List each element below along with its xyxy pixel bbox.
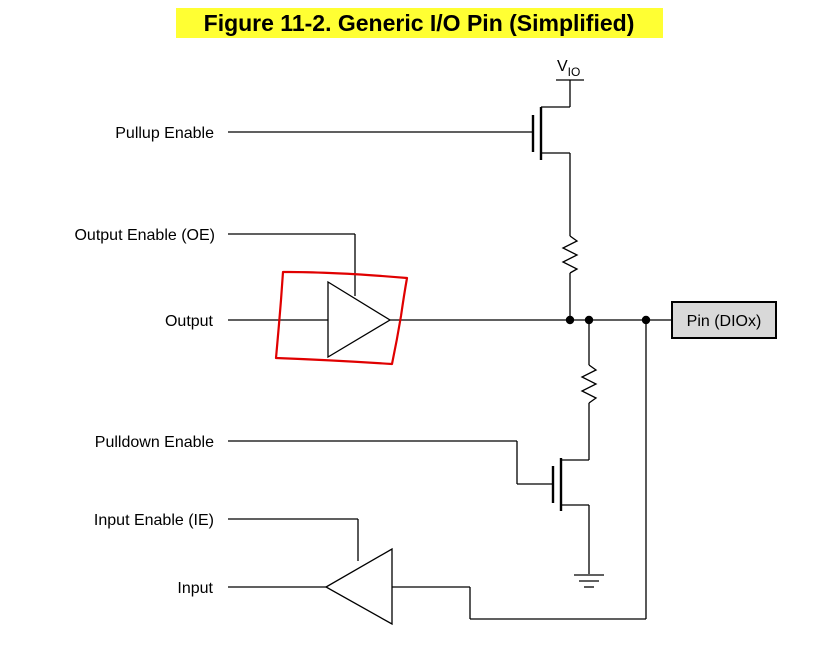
input-buffer [228,320,647,626]
input-enable-label: Input Enable (IE) [94,512,214,529]
pulldown-enable-label: Pulldown Enable [95,434,214,451]
output-buffer [228,233,646,359]
pulldown-transistor [228,440,590,574]
figure-title: Figure 11-2. Generic I/O Pin (Simplified… [204,10,635,36]
pin-box: Pin (DIOx) [646,301,777,339]
pin-label: Pin (DIOx) [687,313,762,330]
input-label: Input [177,580,213,597]
vio-supply: VIO [556,58,584,107]
output-enable-label: Output Enable (OE) [74,227,215,244]
pullup-enable-label: Pullup Enable [115,125,214,142]
annotation-circle [274,270,409,366]
output-label: Output [165,313,214,330]
junction-dot [565,315,575,325]
pullup-transistor [228,106,570,160]
pullup-resistor [561,153,579,320]
pulldown-resistor [580,320,598,460]
vio-label: VIO [557,58,580,79]
title-highlight [176,8,663,38]
ground-icon [574,574,604,588]
